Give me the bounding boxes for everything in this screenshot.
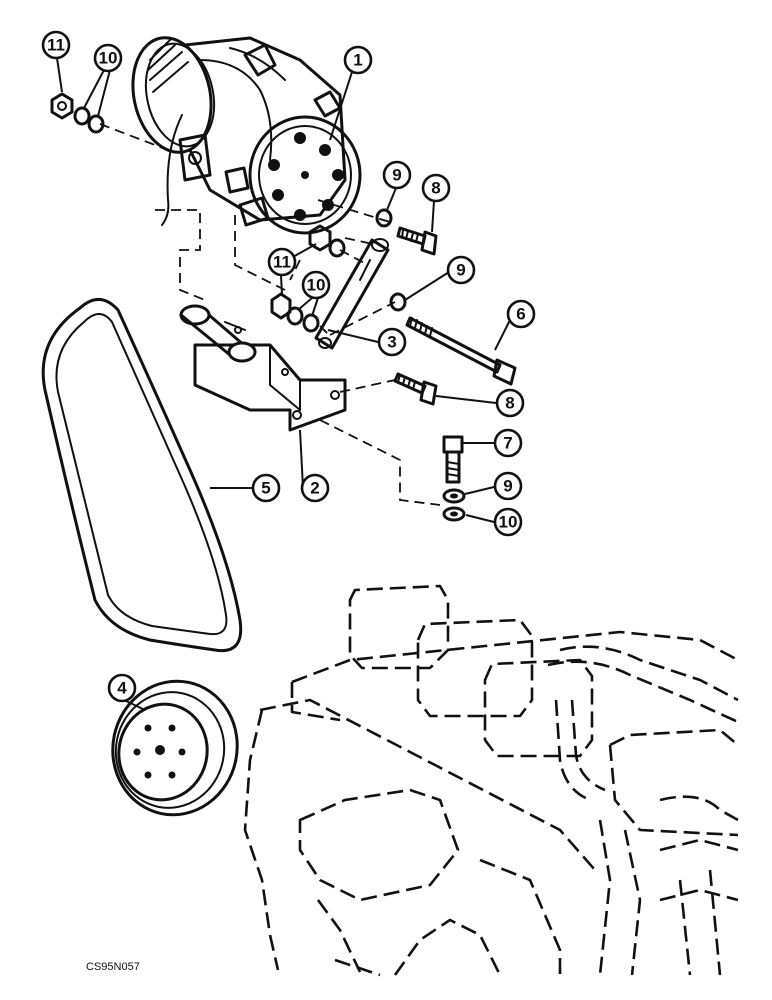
callout-8-lower: 8 bbox=[495, 388, 525, 418]
callout-10-lower: 10 bbox=[493, 507, 523, 537]
callout-10-middle: 10 bbox=[301, 270, 331, 300]
callout-label: 5 bbox=[261, 479, 270, 498]
callout-9-upper: 9 bbox=[382, 160, 412, 190]
callout-label: 10 bbox=[99, 49, 118, 68]
callout-label: 8 bbox=[505, 394, 514, 413]
callout-1: 1 bbox=[343, 45, 373, 75]
callout-11-topleft: 11 bbox=[41, 30, 71, 60]
drive-belt bbox=[41, 298, 243, 653]
bolt-8-upper bbox=[396, 226, 438, 256]
callout-11-middle: 11 bbox=[267, 247, 297, 277]
callout-3: 3 bbox=[377, 327, 407, 357]
washer-9-lower bbox=[442, 488, 466, 504]
callout-label: 7 bbox=[503, 434, 512, 453]
callout-label: 9 bbox=[456, 261, 465, 280]
washer-10-upper bbox=[328, 238, 346, 258]
callout-label: 4 bbox=[117, 679, 127, 698]
callout-label: 9 bbox=[503, 477, 512, 496]
mounting-bracket bbox=[179, 304, 347, 432]
bolt-6 bbox=[405, 316, 517, 386]
washer-10-lower bbox=[442, 506, 466, 522]
callout-7: 7 bbox=[493, 428, 523, 458]
crankshaft-pulley bbox=[111, 679, 239, 817]
callout-6: 6 bbox=[506, 299, 536, 329]
callout-label: 6 bbox=[516, 305, 525, 324]
callout-label: 8 bbox=[431, 179, 440, 198]
callout-label: 10 bbox=[499, 513, 518, 532]
washer-10-top bbox=[73, 106, 105, 134]
figure-code: CS95N057 bbox=[86, 961, 140, 973]
callout-label: 10 bbox=[307, 276, 326, 295]
callout-label: 3 bbox=[387, 333, 396, 352]
callout-label: 1 bbox=[353, 51, 362, 70]
callout-label: 11 bbox=[273, 253, 291, 272]
callout-4: 4 bbox=[107, 673, 137, 703]
washer-9-upper bbox=[375, 208, 393, 228]
callout-2: 2 bbox=[300, 473, 330, 503]
callout-5: 5 bbox=[251, 473, 281, 503]
alignment-lines bbox=[99, 123, 441, 506]
washers-10-lower bbox=[286, 306, 320, 333]
engine-outline bbox=[243, 584, 739, 977]
callout-8-upper: 8 bbox=[421, 173, 451, 203]
adjusting-link bbox=[314, 238, 390, 350]
bolt-8-lower bbox=[393, 372, 438, 406]
washer-9-middle bbox=[389, 292, 407, 312]
callout-10-topleft: 10 bbox=[93, 43, 123, 73]
leader-lines bbox=[56, 57, 514, 711]
bolt-7 bbox=[442, 435, 464, 484]
nut-11-top bbox=[50, 92, 74, 120]
callout-label: 2 bbox=[310, 479, 319, 498]
callout-9-middle: 9 bbox=[446, 255, 476, 285]
callout-9-lower: 9 bbox=[493, 471, 523, 501]
callout-label: 9 bbox=[392, 166, 401, 185]
callout-label: 11 bbox=[47, 36, 65, 55]
